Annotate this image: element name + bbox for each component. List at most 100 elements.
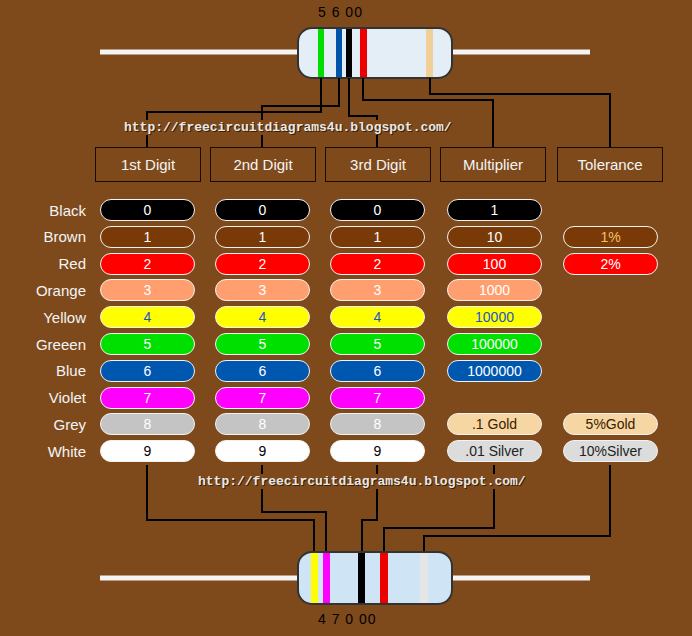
color-code-pill: 100000	[447, 333, 542, 355]
color-name: Red	[58, 255, 86, 272]
color-code-pill: 8	[330, 413, 425, 435]
top-resistor	[100, 28, 590, 78]
color-code-pill: 0	[330, 199, 425, 221]
color-code-pill: 9	[215, 440, 310, 462]
color-code-pill: 5	[215, 333, 310, 355]
node-text: 2	[144, 256, 152, 272]
node-text: 3rd Digit	[350, 156, 406, 173]
node-text: 3	[144, 282, 152, 298]
color-code-pill: 3	[215, 279, 310, 301]
node-text: 5%Gold	[586, 416, 636, 432]
color-code-pill: 1%	[563, 226, 658, 248]
watermark-url: http://freecircuitdiagrams4u.blogspot.co…	[196, 474, 528, 489]
node-text: 9	[144, 443, 152, 459]
node-text: 2%	[600, 256, 620, 272]
node-text: 1000000	[467, 363, 522, 379]
column-header: Multiplier	[440, 147, 546, 182]
color-code-pill: 2%	[563, 253, 658, 275]
node-text: 0	[144, 202, 152, 218]
color-code-pill: 1	[330, 226, 425, 248]
node-text: 8	[259, 416, 267, 432]
bottom-resistor	[100, 552, 590, 604]
color-code-pill: 10	[447, 226, 542, 248]
node-text: 5	[374, 336, 382, 352]
node-text: 7	[374, 390, 382, 406]
color-code-pill: 4	[330, 306, 425, 328]
color-code-pill: 6	[100, 360, 195, 382]
color-code-pill: 4	[100, 306, 195, 328]
node-text: 6	[259, 363, 267, 379]
column-header: Tolerance	[557, 147, 663, 182]
color-code-pill: 1000000	[447, 360, 542, 382]
node-text: 2	[374, 256, 382, 272]
color-name: Blue	[56, 362, 86, 379]
color-code-pill: 6	[215, 360, 310, 382]
node-text: 7	[259, 390, 267, 406]
column-header: 1st Digit	[95, 147, 201, 182]
color-name: Greeen	[36, 336, 86, 353]
node-text: 7	[144, 390, 152, 406]
node-text: 1	[144, 229, 152, 245]
value-digits: 5 6 00	[318, 4, 363, 20]
color-code-pill: 3	[100, 279, 195, 301]
color-code-pill: 5	[330, 333, 425, 355]
color-code-pill: 10%Silver	[563, 440, 658, 462]
color-name: White	[48, 443, 86, 460]
node-text: 1	[374, 229, 382, 245]
node-text: 10	[487, 229, 503, 245]
node-text: 2	[259, 256, 267, 272]
node-text: 100	[483, 256, 506, 272]
node-text: 10%Silver	[579, 443, 642, 459]
color-code-pill: 1	[447, 199, 542, 221]
color-code-pill: 9	[330, 440, 425, 462]
node-text: 3	[374, 282, 382, 298]
color-name: Black	[49, 202, 86, 219]
node-text: 6	[374, 363, 382, 379]
node-text: 2nd Digit	[233, 156, 292, 173]
color-code-pill: 100	[447, 253, 542, 275]
node-text: 0	[259, 202, 267, 218]
color-code-pill: 6	[330, 360, 425, 382]
color-code-pill: 7	[100, 387, 195, 409]
column-header: 2nd Digit	[210, 147, 316, 182]
color-code-pill: 2	[330, 253, 425, 275]
node-text: 10000	[475, 309, 514, 325]
node-text: 8	[374, 416, 382, 432]
color-name: Yellow	[43, 309, 86, 326]
color-code-pill: 8	[100, 413, 195, 435]
node-text: .01 Silver	[465, 443, 523, 459]
node-text: 6	[144, 363, 152, 379]
node-text: 9	[259, 443, 267, 459]
color-code-pill: .1 Gold	[447, 413, 542, 435]
node-text: 9	[374, 443, 382, 459]
node-text: 4	[374, 309, 382, 325]
node-text: 1000	[479, 282, 510, 298]
watermark-url: http://freecircuitdiagrams4u.blogspot.co…	[122, 120, 454, 135]
node-text: Multiplier	[463, 156, 523, 173]
color-code-pill: 4	[215, 306, 310, 328]
color-code-pill: 7	[330, 387, 425, 409]
node-text: 1	[259, 229, 267, 245]
node-text: 0	[374, 202, 382, 218]
node-text: 4	[144, 309, 152, 325]
color-code-pill: 9	[100, 440, 195, 462]
value-digits: 4 7 0 00	[318, 611, 377, 627]
node-text: Tolerance	[577, 156, 642, 173]
color-name: Brown	[43, 228, 86, 245]
color-code-pill: 2	[100, 253, 195, 275]
color-code-pill: 1	[100, 226, 195, 248]
node-text: 100000	[471, 336, 518, 352]
color-code-pill: 1000	[447, 279, 542, 301]
node-text: 3	[259, 282, 267, 298]
node-text: 8	[144, 416, 152, 432]
color-code-pill: 10000	[447, 306, 542, 328]
column-header: 3rd Digit	[325, 147, 431, 182]
color-code-pill: 2	[215, 253, 310, 275]
color-code-pill: 0	[215, 199, 310, 221]
leader-lines	[147, 78, 610, 552]
color-code-pill: 8	[215, 413, 310, 435]
color-code-pill: 3	[330, 279, 425, 301]
node-text: 5	[144, 336, 152, 352]
node-text: .1 Gold	[472, 416, 517, 432]
node-text: 1st Digit	[121, 156, 175, 173]
